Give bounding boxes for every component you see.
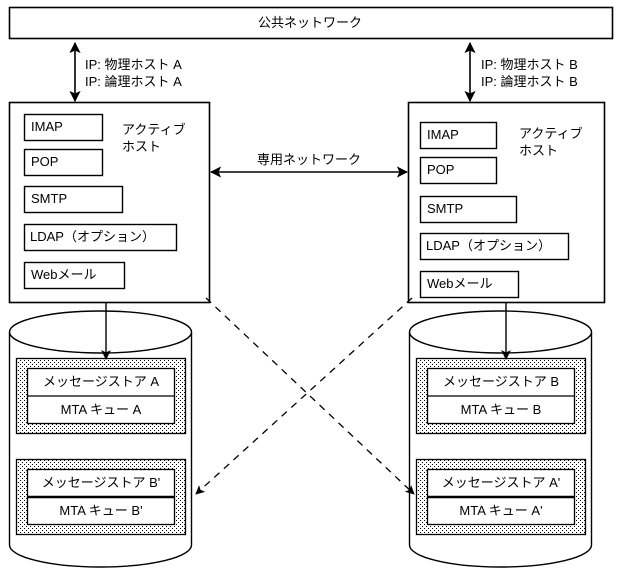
right-queue-label-2: MTA キュー A' [459, 503, 543, 518]
right-service-label-webmail: Webメール [427, 276, 493, 291]
left-ip-logical-label: IP: 論理ホスト A [85, 74, 182, 89]
left-service-label-ldap: LDAP（オプション） [30, 229, 155, 244]
right-service-ldap-box [419, 232, 570, 261]
right-service-webmail-box [419, 270, 520, 299]
right-service-label-smtp: SMTP [427, 201, 464, 216]
left-service-imap-box [23, 113, 104, 142]
left-service-pop-box [23, 148, 104, 177]
right-store-label-1: メッセージストア B [442, 374, 560, 389]
left-queue-label-1: MTA キュー A [60, 402, 142, 417]
right-ip-logical-label: IP: 論理ホスト B [481, 74, 578, 89]
left-store-label-1: メッセージストア A [42, 374, 160, 389]
left-ip-physical-label: IP: 物理ホスト A [85, 57, 182, 72]
right-service-label-ldap: LDAP（オプション） [426, 238, 551, 253]
left-host-role-label-line1: アクティブ [122, 122, 186, 137]
right-queue-label-1: MTA キュー B [460, 402, 542, 417]
left-service-label-pop: POP [31, 154, 59, 169]
right-host-to-left-storage-dashed-arrow [195, 297, 413, 495]
right-host-role-label-line2: ホスト [519, 143, 559, 158]
right-store-label-2: メッセージストア A' [441, 475, 561, 490]
right-ip-physical-label: IP: 物理ホスト B [481, 57, 578, 72]
public-network-label: 公共ネットワーク [257, 15, 362, 30]
private-network-label: 専用ネットワーク [256, 152, 361, 167]
right-service-label-imap: IMAP [427, 127, 459, 142]
left-store-label-2: メッセージストア B' [41, 475, 161, 490]
left-service-smtp-box [23, 185, 124, 214]
right-service-pop-box [419, 156, 498, 185]
left-service-label-webmail: Webメール [31, 267, 97, 282]
left-service-webmail-box [23, 261, 126, 290]
left-service-ldap-box [23, 223, 178, 252]
left-host-role-label-line2: ホスト [122, 139, 162, 154]
public-network-box [8, 6, 614, 40]
right-host-role-label-line1: アクティブ [519, 126, 583, 141]
left-service-label-smtp: SMTP [31, 191, 68, 206]
left-queue-label-2: MTA キュー B' [59, 503, 143, 518]
right-service-smtp-box [419, 195, 518, 224]
left-host-to-right-storage-dashed-arrow [205, 297, 415, 495]
right-service-label-pop: POP [427, 162, 455, 177]
right-service-imap-box [419, 121, 498, 150]
left-service-label-imap: IMAP [31, 119, 63, 134]
